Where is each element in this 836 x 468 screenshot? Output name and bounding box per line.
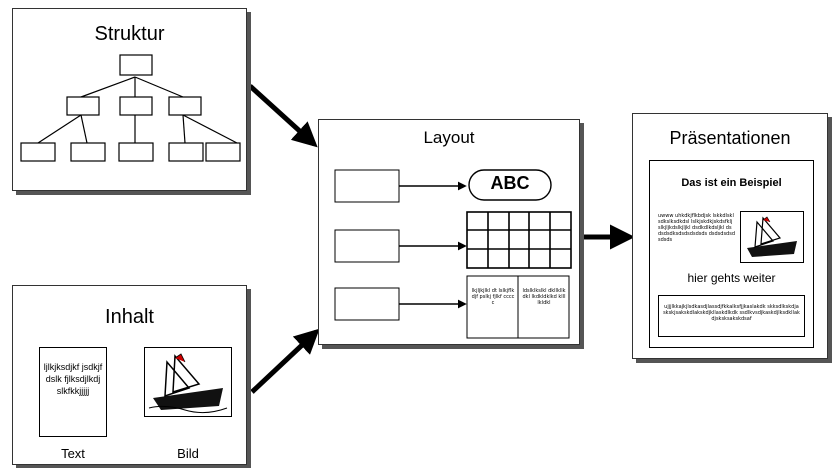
text-sample: ljlkjksdjkf jsdkjfdslk fjlksdjlkdj slkfk…	[43, 362, 103, 396]
arrow-inhalt-to-layout	[250, 328, 320, 394]
text-sample-box: ljlkjksdjkf jsdkjfdslk fjlksdjlkdj slkfk…	[39, 347, 107, 437]
presentation-image	[740, 211, 804, 263]
presentation-headline: Das ist ein Beispiel	[681, 177, 782, 189]
layout-title: Layout	[423, 128, 475, 147]
layout-placeholder-3	[334, 287, 400, 321]
ship-image-icon	[145, 348, 231, 416]
presentation-subheading: hier gehts weiter	[687, 271, 776, 285]
presentation-body-text: uwww uhkdkjflkbdjsk lskkdlsklsdkslksdkds…	[658, 213, 736, 243]
text-element-pill	[468, 169, 552, 201]
tree-node-level1	[66, 96, 100, 116]
tree-node-root	[119, 54, 153, 76]
struktur-panel: Struktur	[12, 8, 247, 191]
tree-node-leaf	[70, 142, 106, 162]
tree-node-level1	[168, 96, 202, 116]
layout-diagram	[334, 169, 572, 339]
layout-placeholder-1	[334, 169, 400, 203]
inhalt-title: Inhalt	[105, 306, 154, 328]
column-left-text: lkjljkjlkl dt lslkjflkdjf pslkj fjlkf cc…	[471, 288, 515, 306]
text-label: Text	[61, 446, 85, 461]
table-grid	[466, 211, 572, 269]
tree-node-leaf	[118, 142, 154, 162]
praesentation-title: Präsentationen	[669, 128, 791, 148]
praesentation-panel: Präsentationen Das ist ein Beispiel uwww…	[632, 113, 828, 359]
struktur-title: Struktur	[94, 23, 165, 45]
layout-panel: Layout AB	[318, 119, 580, 345]
presentation-footer-box: ujjjlkkajkjlsdkasdjlassdjfkkalksfjjkasla…	[658, 295, 805, 337]
layout-placeholder-2	[334, 229, 400, 263]
tree-node-level1	[119, 96, 153, 116]
presentation-footer-text: ujjjlkkajkjlsdkasdjlassdjfkkalksfjjkasla…	[663, 304, 800, 322]
column-right-text: ldslklkslkl dkllkllkdkl lkdkldklkd kllll…	[522, 288, 566, 306]
arrow-struktur-to-layout	[248, 84, 318, 148]
tree-node-leaf	[168, 142, 204, 162]
inhalt-panel: Inhalt ljlkjksdjkf jsdkjfdslk fjlksdjlkd…	[12, 285, 247, 465]
image-sample-box	[144, 347, 232, 417]
tree-diagram	[20, 54, 241, 162]
tree-node-leaf	[205, 142, 241, 162]
text-element-label: ABC	[490, 173, 530, 193]
presentation-page: Das ist ein Beispiel uwww uhkdkjflkbdjsk…	[649, 160, 814, 348]
image-label: Bild	[177, 446, 199, 461]
tree-node-leaf	[20, 142, 56, 162]
ship-image-icon	[747, 216, 797, 257]
